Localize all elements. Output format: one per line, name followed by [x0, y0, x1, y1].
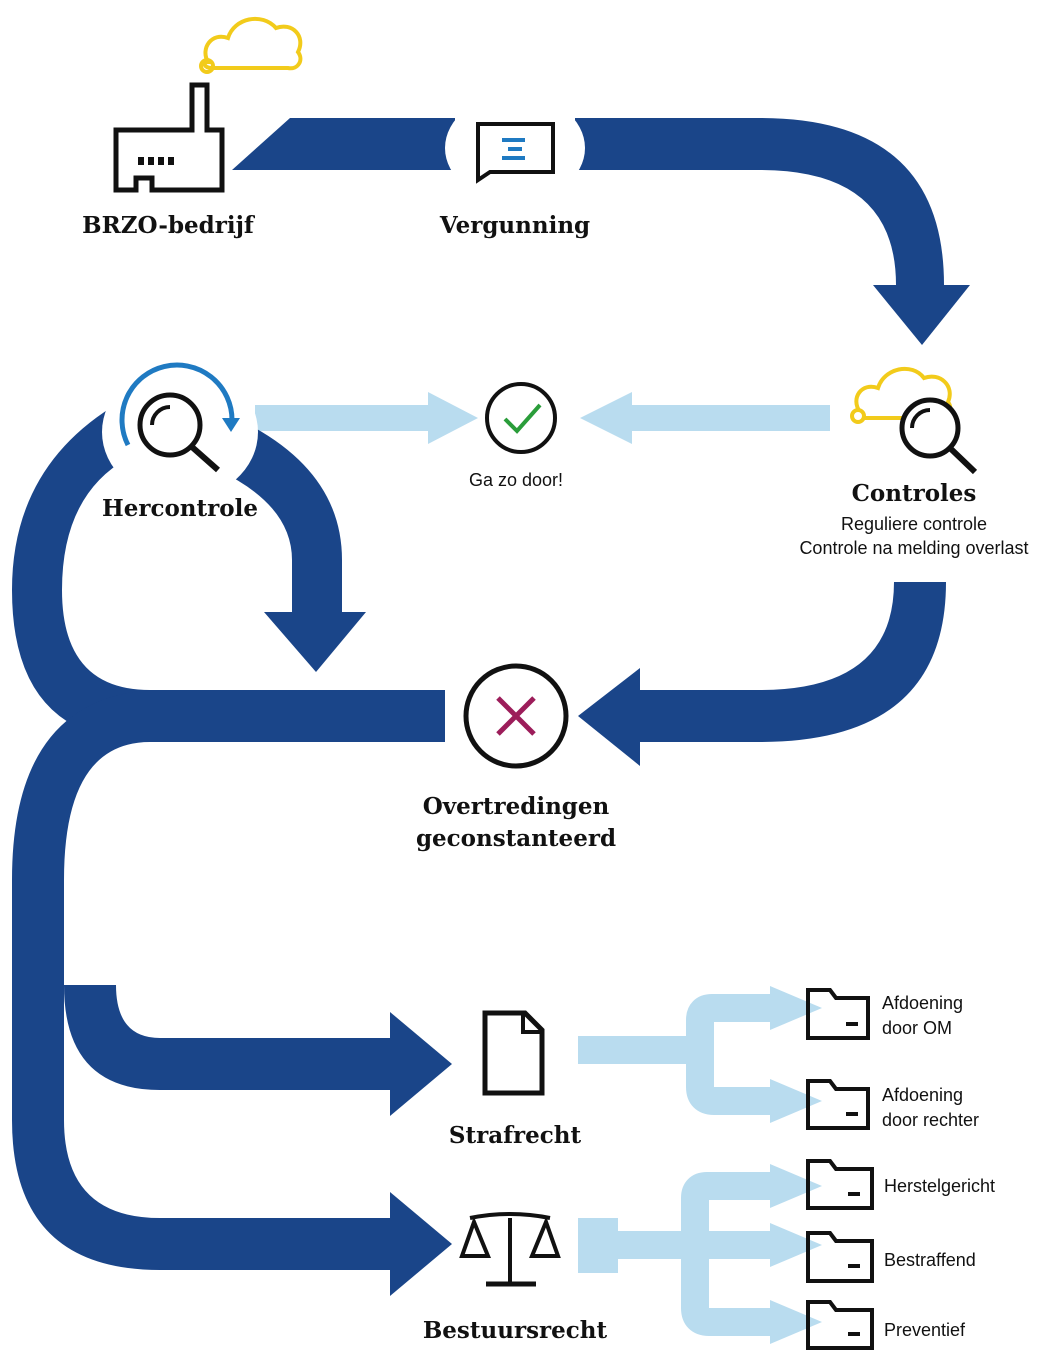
label-afdoening-om-1: Afdoening: [882, 993, 963, 1013]
label-brzo: BRZO-bedrijf: [82, 212, 256, 239]
arrow-hercontrole-to-ga-zo-door: [255, 392, 478, 444]
arrowhead-to-strafrecht: [390, 1012, 452, 1116]
folder-icons: [806, 988, 874, 1350]
band-to-strafrecht: [64, 985, 395, 1090]
label-controles: Controles: [852, 480, 977, 507]
folder-icon: [806, 1159, 874, 1210]
label-overtredingen-2: geconstanteerd: [416, 825, 616, 852]
arrow-to-afdoening-om: [770, 986, 822, 1030]
label-controles-sub-2: Controle na melding overlast: [799, 538, 1028, 558]
label-afdoening-rechter-2: door rechter: [882, 1110, 979, 1130]
arrowhead-hercontrole-down: [264, 612, 366, 672]
arrow-to-herstelgericht: [770, 1164, 822, 1208]
label-afdoening-om-2: door OM: [882, 1018, 952, 1038]
folder-icon: [806, 1079, 870, 1130]
label-vergunning: Vergunning: [439, 212, 590, 239]
scales-icon: [459, 1212, 561, 1287]
folder-icon: [806, 1300, 874, 1350]
band-hercontrole-right: [218, 420, 342, 612]
label-bestraffend: Bestraffend: [884, 1250, 976, 1270]
bestuursrecht-branches: [578, 1172, 770, 1336]
label-afdoening-rechter-1: Afdoening: [882, 1085, 963, 1105]
arrowhead-to-overtredingen: [578, 668, 640, 766]
label-ga-zo-door: Ga zo door!: [469, 470, 563, 490]
label-overtredingen-1: Overtredingen: [423, 793, 610, 820]
magnifier-cloud-icon: [850, 367, 978, 475]
cross-icon: [463, 663, 569, 769]
folder-icon: [806, 988, 870, 1040]
band-vergunning-to-controles: [575, 118, 944, 285]
magnifier-recheck-icon: [102, 362, 258, 500]
arrow-to-preventief: [770, 1300, 822, 1344]
light-flows: [255, 392, 830, 1344]
band-left-upper-loop: [12, 407, 150, 742]
band-lower-trunk: [12, 690, 395, 1270]
folder-icon: [806, 1231, 874, 1283]
permit-document-icon: [445, 94, 585, 202]
dark-flows: [12, 118, 970, 1296]
arrowhead-to-bestuursrecht: [390, 1192, 452, 1296]
label-strafrecht: Strafrecht: [449, 1122, 582, 1149]
arrow-to-afdoening-rechter: [770, 1079, 822, 1123]
factory-icon: [113, 17, 303, 193]
arrow-controles-to-ga-zo-door: [580, 392, 830, 444]
label-hercontrole: Hercontrole: [102, 495, 258, 522]
checkmark-icon: [485, 382, 557, 454]
band-controles-to-overtredingen: [635, 582, 946, 742]
label-preventief: Preventief: [884, 1320, 966, 1340]
label-controles-sub-1: Reguliere controle: [841, 514, 987, 534]
strafrecht-branches: [578, 994, 770, 1115]
band-overtredingen-left: [130, 690, 445, 742]
arrow-to-bestraffend: [770, 1223, 822, 1267]
label-bestuursrecht: Bestuursrecht: [423, 1317, 608, 1344]
label-herstelgericht: Herstelgericht: [884, 1176, 995, 1196]
arrowhead-to-controles: [873, 285, 970, 345]
band-brzo-to-vergunning: [232, 118, 455, 170]
document-icon: [482, 1010, 545, 1096]
